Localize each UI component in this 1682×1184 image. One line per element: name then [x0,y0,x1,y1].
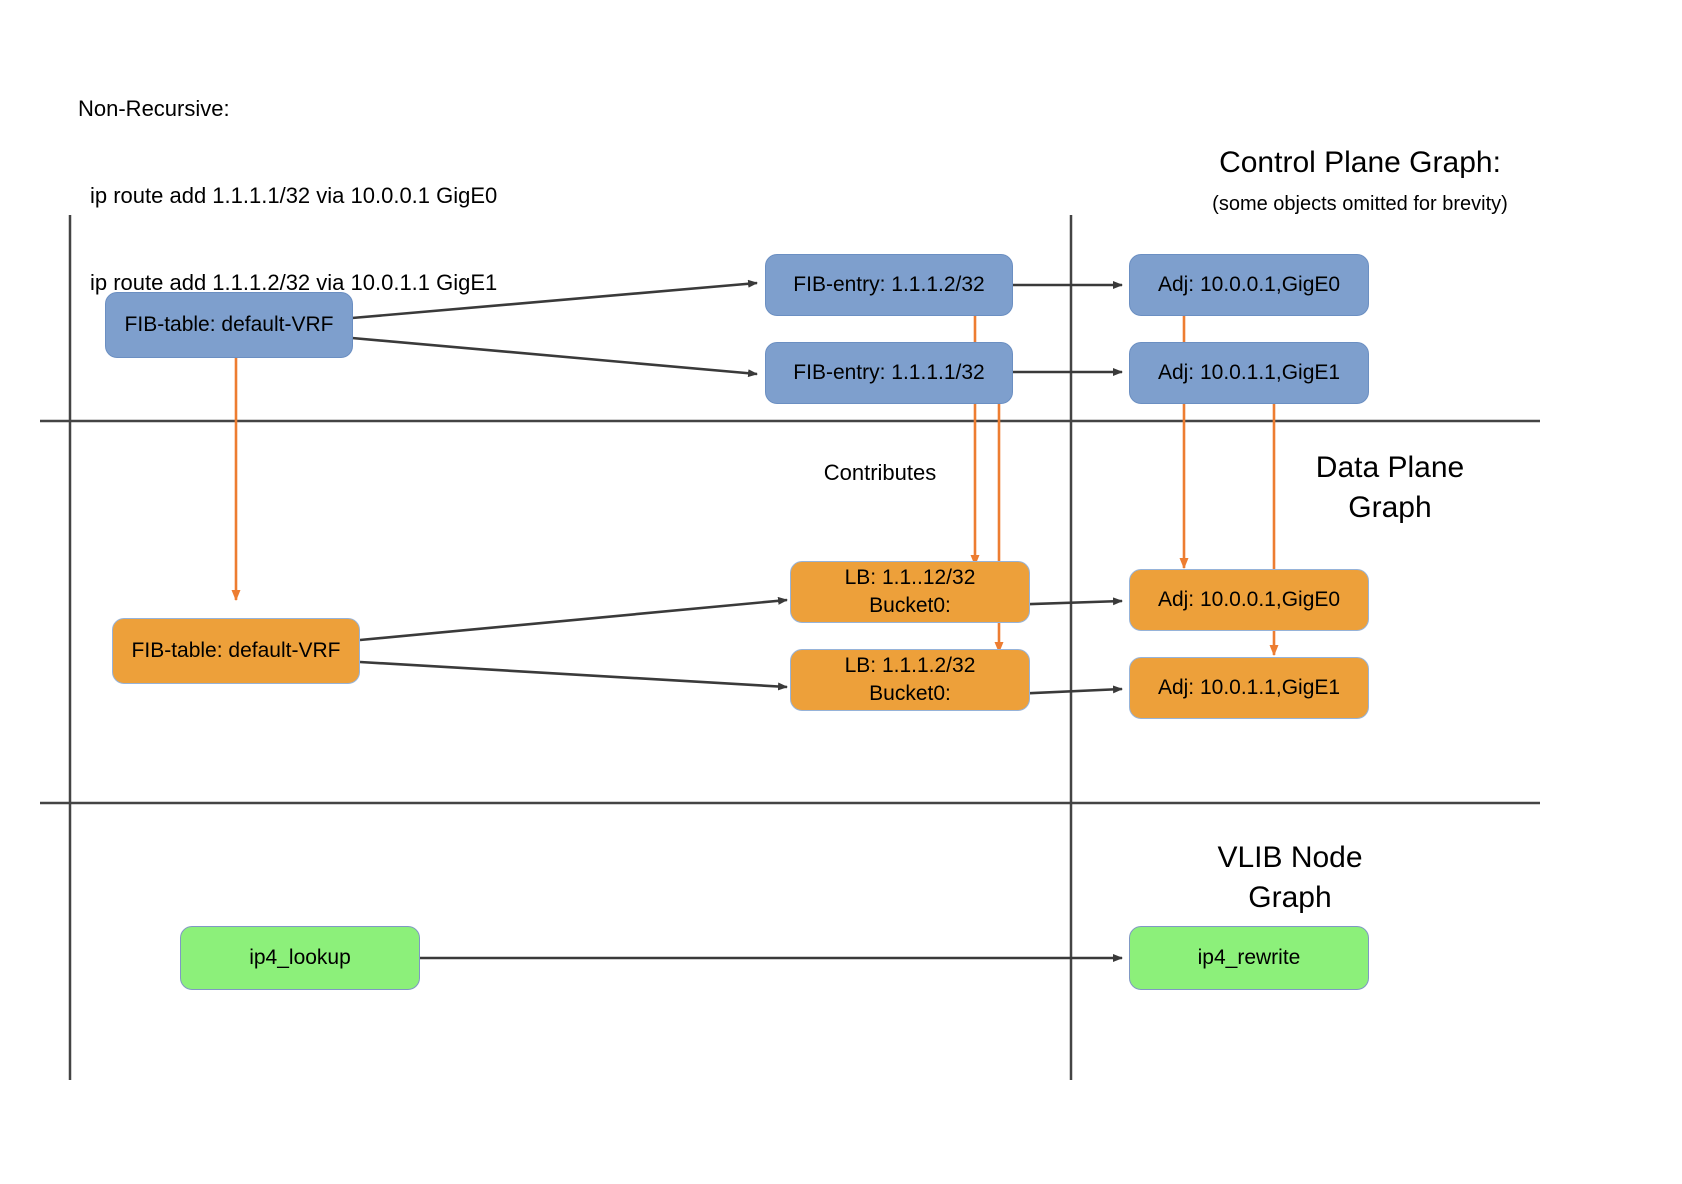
edge-dp-table-to-lb0 [359,596,788,642]
vlib-node-graph-title-line1: VLIB Node [1217,841,1363,874]
route-config-line-1: ip route add 1.1.1.1/32 via 10.0.0.1 Gig… [90,183,498,208]
node-vlib-ip4-rewrite[interactable]: ip4_rewrite [1129,926,1369,990]
node-dp-fib-table[interactable]: FIB-table: default-VRF [112,618,360,684]
node-dp-adj-0[interactable]: Adj: 10.0.0.1,GigE0 [1129,569,1369,631]
node-dp-lb-0-label: LB: 1.1..12/32 [844,566,976,589]
node-dp-adj-1-label: Adj: 10.0.1.1,GigE1 [1157,676,1341,699]
node-dp-lb-1-label: LB: 1.1.1.2/32 [844,654,976,677]
node-cp-fib-entry-2[interactable]: FIB-entry: 1.1.1.2/32 [765,254,1013,316]
edge-dp-table-to-lb1 [359,660,788,691]
node-cp-adj-1[interactable]: Adj: 10.0.1.1,GigE1 [1129,342,1369,404]
contributes-label: Contributes [823,460,937,485]
node-cp-fib-table-label: FIB-table: default-VRF [124,313,334,336]
node-cp-adj-1-label: Adj: 10.0.1.1,GigE1 [1157,361,1341,384]
node-cp-fib-entry-1[interactable]: FIB-entry: 1.1.1.1/32 [765,342,1013,404]
node-cp-fib-table[interactable]: FIB-table: default-VRF [105,292,353,358]
node-dp-fib-table-label: FIB-table: default-VRF [131,639,341,662]
node-dp-adj-1[interactable]: Adj: 10.0.1.1,GigE1 [1129,657,1369,719]
node-dp-lb-1[interactable]: LB: 1.1.1.2/32 Bucket0: [790,649,1030,711]
node-dp-lb-0[interactable]: LB: 1.1..12/32 Bucket0: [790,561,1030,623]
node-vlib-ip4-lookup[interactable]: ip4_lookup [180,926,420,990]
node-cp-fib-entry-1-label: FIB-entry: 1.1.1.1/32 [793,361,985,384]
route-config-title: Non-Recursive: [78,96,230,121]
node-cp-fib-entry-2-label: FIB-entry: 1.1.1.2/32 [793,273,985,296]
control-plane-graph-title: Control Plane Graph: [1219,146,1501,179]
node-dp-adj-0-label: Adj: 10.0.0.1,GigE0 [1157,588,1341,611]
node-cp-adj-0-label: Adj: 10.0.0.1,GigE0 [1157,273,1341,296]
node-vlib-ip4-lookup-label: ip4_lookup [249,946,351,969]
node-vlib-ip4-rewrite-label: ip4_rewrite [1197,946,1301,969]
node-dp-lb-0-bucket: Bucket0: [869,594,951,617]
data-plane-graph-title-line1: Data Plane [1315,451,1465,484]
node-cp-adj-0[interactable]: Adj: 10.0.0.1,GigE0 [1129,254,1369,316]
node-dp-lb-1-bucket: Bucket0: [869,682,951,705]
vlib-node-graph-title-line2: Graph [1248,881,1332,914]
control-plane-graph-subtitle: (some objects omitted for brevity) [1212,193,1508,215]
data-plane-graph-title-line2: Graph [1348,491,1432,524]
